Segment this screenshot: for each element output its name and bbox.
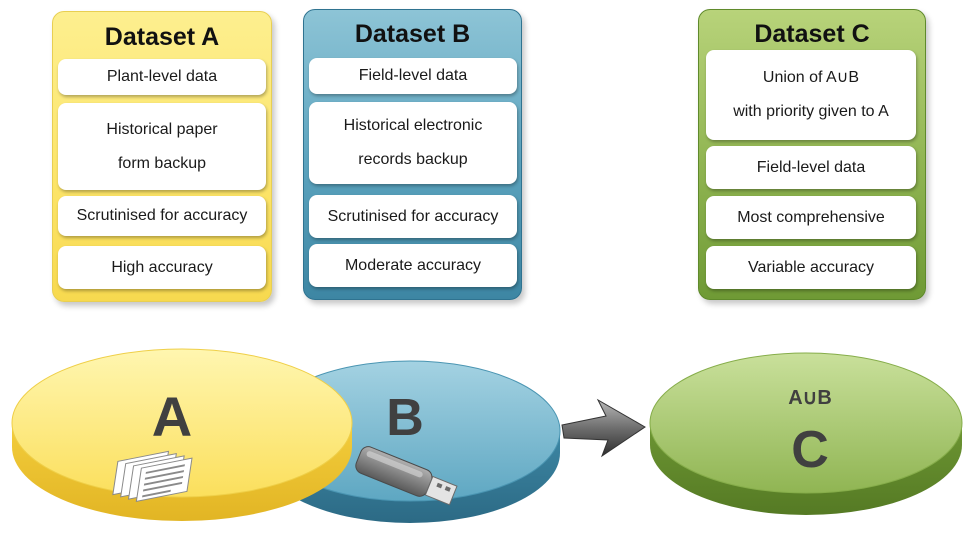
item-line: Field-level data <box>358 67 468 84</box>
dataset-b-item: Field-level data <box>309 58 517 94</box>
dataset-c-item: Field-level data <box>706 146 916 189</box>
item-line: with priority given to A <box>733 103 889 120</box>
item-line: Scrutinised for accuracy <box>327 207 499 225</box>
dataset-b-item: Scrutinised for accuracy <box>309 195 517 238</box>
dataset-a-panel: Dataset A Plant-level data Historical pa… <box>52 11 272 302</box>
disc-c-union-label: A∪B <box>788 387 832 409</box>
item-line: Historical paper <box>106 120 218 138</box>
paper-documents-icon <box>112 450 193 502</box>
disc-a-label: A <box>152 385 192 448</box>
item-line: Union of A∪B <box>762 69 860 86</box>
item-line: Most comprehensive <box>737 208 885 226</box>
item-line: form backup <box>117 154 207 172</box>
dataset-c-title: Dataset C <box>754 20 870 48</box>
dataset-a-title: Dataset A <box>104 23 220 51</box>
dataset-a-item: Plant-level data <box>58 59 266 95</box>
item-line: Scrutinised for accuracy <box>76 207 248 224</box>
item-line: Historical electronic <box>343 117 483 134</box>
dataset-a-item: Scrutinised for accuracy <box>58 196 266 236</box>
right-arrow-icon <box>561 398 646 458</box>
dataset-b-title: Dataset B <box>354 20 471 48</box>
dataset-c-panel: Dataset C Union of A∪B with priority giv… <box>698 9 926 300</box>
item-line: Moderate accuracy <box>344 256 482 274</box>
dataset-b-panel: Dataset B Field-level data Historical el… <box>303 9 522 300</box>
dataset-b-item: Historical electronic records backup <box>309 102 517 184</box>
item-line: records backup <box>358 151 468 168</box>
disc-c <box>649 352 963 515</box>
item-line: Field-level data <box>756 158 866 176</box>
dataset-a-item: High accuracy <box>58 246 266 289</box>
dataset-c-item: Most comprehensive <box>706 196 916 239</box>
disc-b-label: B <box>386 389 424 447</box>
dataset-a-item: Historical paper form backup <box>58 103 266 190</box>
item-line: Plant-level data <box>106 68 218 85</box>
usb-drive-icon <box>355 446 458 506</box>
dataset-c-item: Union of A∪B with priority given to A <box>706 50 916 140</box>
dataset-b-item: Moderate accuracy <box>309 244 517 287</box>
disc-c-label: C <box>791 421 829 479</box>
dataset-c-item: Variable accuracy <box>706 246 916 289</box>
item-line: Variable accuracy <box>748 258 874 276</box>
item-line: High accuracy <box>111 258 213 276</box>
